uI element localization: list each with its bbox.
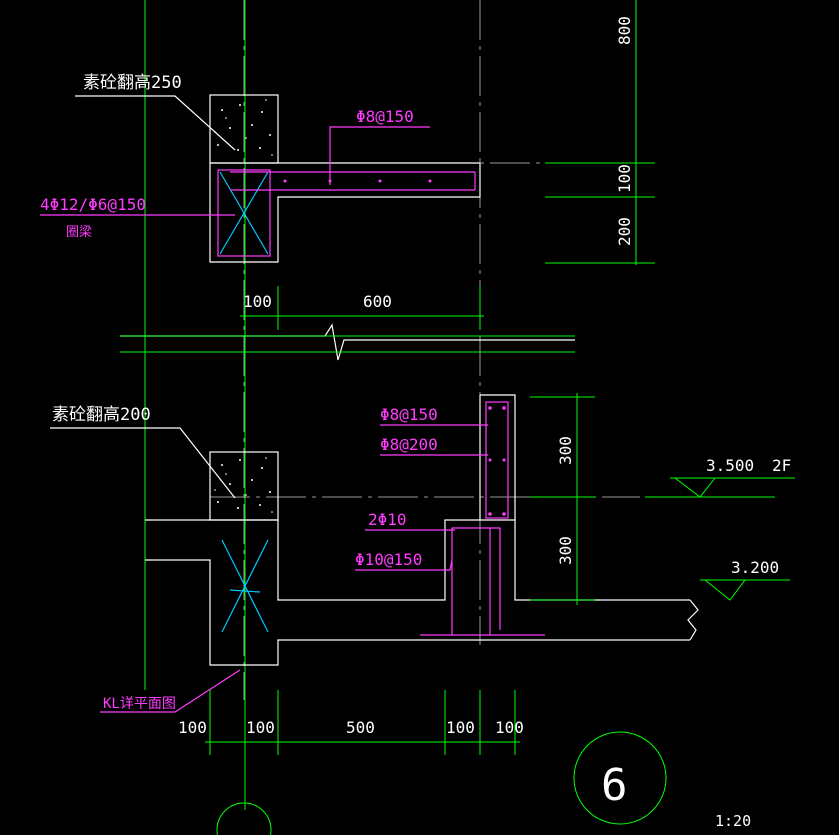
lower-dim-h-2: 500 xyxy=(346,718,375,737)
upper-dim-h-1: 600 xyxy=(363,292,392,311)
upper-ring-beam-label: 圈梁 xyxy=(66,225,92,240)
upper-rebar-top-label: Φ8@150 xyxy=(356,107,414,126)
scale-label: 1:20 xyxy=(715,812,751,830)
lower-detail xyxy=(50,393,795,755)
lower-dim-v-1: 300 xyxy=(556,536,575,565)
lower-rebar-4-label: Φ10@150 xyxy=(355,550,422,569)
lower-rebar-3-label: 2Φ10 xyxy=(368,510,407,529)
lower-parapet-stirrup xyxy=(485,401,509,519)
lower-rebar-2-label: Φ8@200 xyxy=(380,435,438,454)
axis-bubble xyxy=(216,802,272,835)
upper-curb-label: 素砼翻高250 xyxy=(83,73,182,93)
level-2-label: 3.200 xyxy=(731,558,779,577)
lower-dim-v-0: 300 xyxy=(556,436,575,465)
lower-beam-label: KL详平面图 xyxy=(103,696,176,712)
upper-dim-v-1: 100 xyxy=(615,164,634,193)
floor-label: 2F xyxy=(772,456,791,475)
lower-dim-h-3: 100 xyxy=(446,718,475,737)
lower-dim-h-1: 100 xyxy=(246,718,275,737)
level-1-label: 3.500 xyxy=(706,456,754,475)
upper-dim-v-0: 800 xyxy=(615,16,634,45)
break-line xyxy=(120,323,575,361)
upper-detail xyxy=(40,0,655,330)
upper-curb-hatch xyxy=(214,99,273,156)
upper-dim-v-2: 200 xyxy=(615,217,634,246)
detail-number: 6 xyxy=(601,760,628,811)
lower-dim-h-0: 100 xyxy=(178,718,207,737)
lower-curb-label: 素砼翻高200 xyxy=(52,405,151,425)
upper-ring-beam-rebar-label: 4Φ12/Φ6@150 xyxy=(40,195,146,214)
lower-dim-h-4: 100 xyxy=(495,718,524,737)
detail-number-circle xyxy=(573,731,667,825)
upper-dim-h-0: 100 xyxy=(243,292,272,311)
upper-beam-stirrup xyxy=(217,169,271,257)
lower-rebar-1-label: Φ8@150 xyxy=(380,405,438,424)
